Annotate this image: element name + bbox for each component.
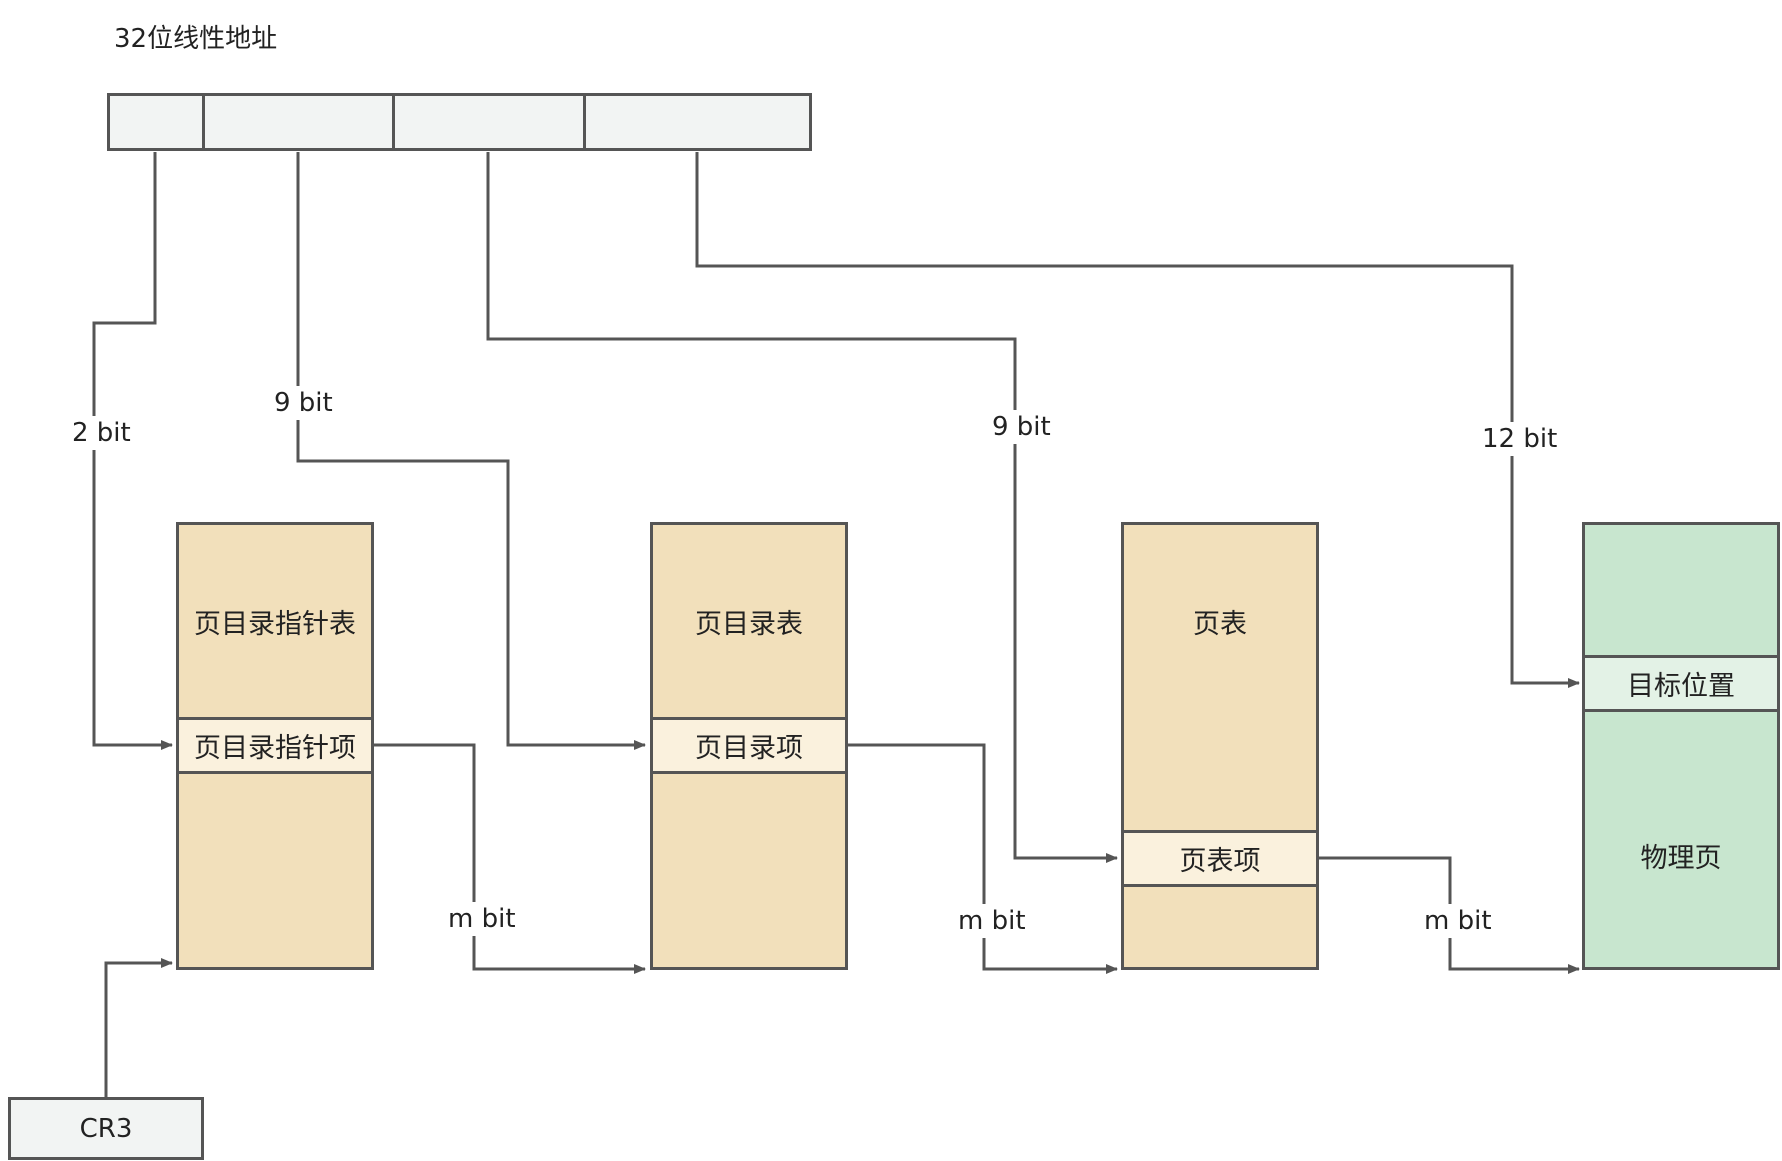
pd-entry: 页目录项 <box>650 717 848 774</box>
pt-table: 页表 <box>1121 522 1319 970</box>
address-segment-1 <box>107 93 205 151</box>
arrow-9bit-pt <box>486 152 1118 863</box>
address-segment-3 <box>392 93 586 151</box>
cr3-register: CR3 <box>8 1097 204 1160</box>
m-bit-label-2: m bit <box>954 904 1030 938</box>
pdpt-entry: 页目录指针项 <box>176 717 374 774</box>
pt-table-title: 页表 <box>1193 609 1247 640</box>
arrow-mbit-1 <box>374 743 646 974</box>
address-segment-2 <box>202 93 395 151</box>
arrow-mbit-2 <box>848 743 1118 974</box>
pd-table-title: 页目录表 <box>695 609 803 640</box>
address-segment-4 <box>583 93 812 151</box>
physical-page: 物理页 <box>1582 522 1780 970</box>
arrow-9bit-pd <box>296 152 646 750</box>
bit-label-2: 2 bit <box>68 416 135 450</box>
pdpt-table-title: 页目录指针表 <box>194 609 356 640</box>
pt-entry: 页表项 <box>1121 830 1319 887</box>
arrow-cr3 <box>104 958 173 1097</box>
bit-label-9-pd: 9 bit <box>270 386 337 420</box>
m-bit-label-3: m bit <box>1420 904 1496 938</box>
bit-label-12: 12 bit <box>1478 422 1562 456</box>
physical-page-title: 物理页 <box>1640 843 1722 874</box>
target-location-entry: 目标位置 <box>1582 655 1780 712</box>
diagram-title: 32位线性地址 <box>114 24 278 54</box>
arrow-12bit <box>695 152 1580 688</box>
arrow-2bit <box>92 152 173 750</box>
bit-label-9-pt: 9 bit <box>988 410 1055 444</box>
m-bit-label-1: m bit <box>444 902 520 936</box>
